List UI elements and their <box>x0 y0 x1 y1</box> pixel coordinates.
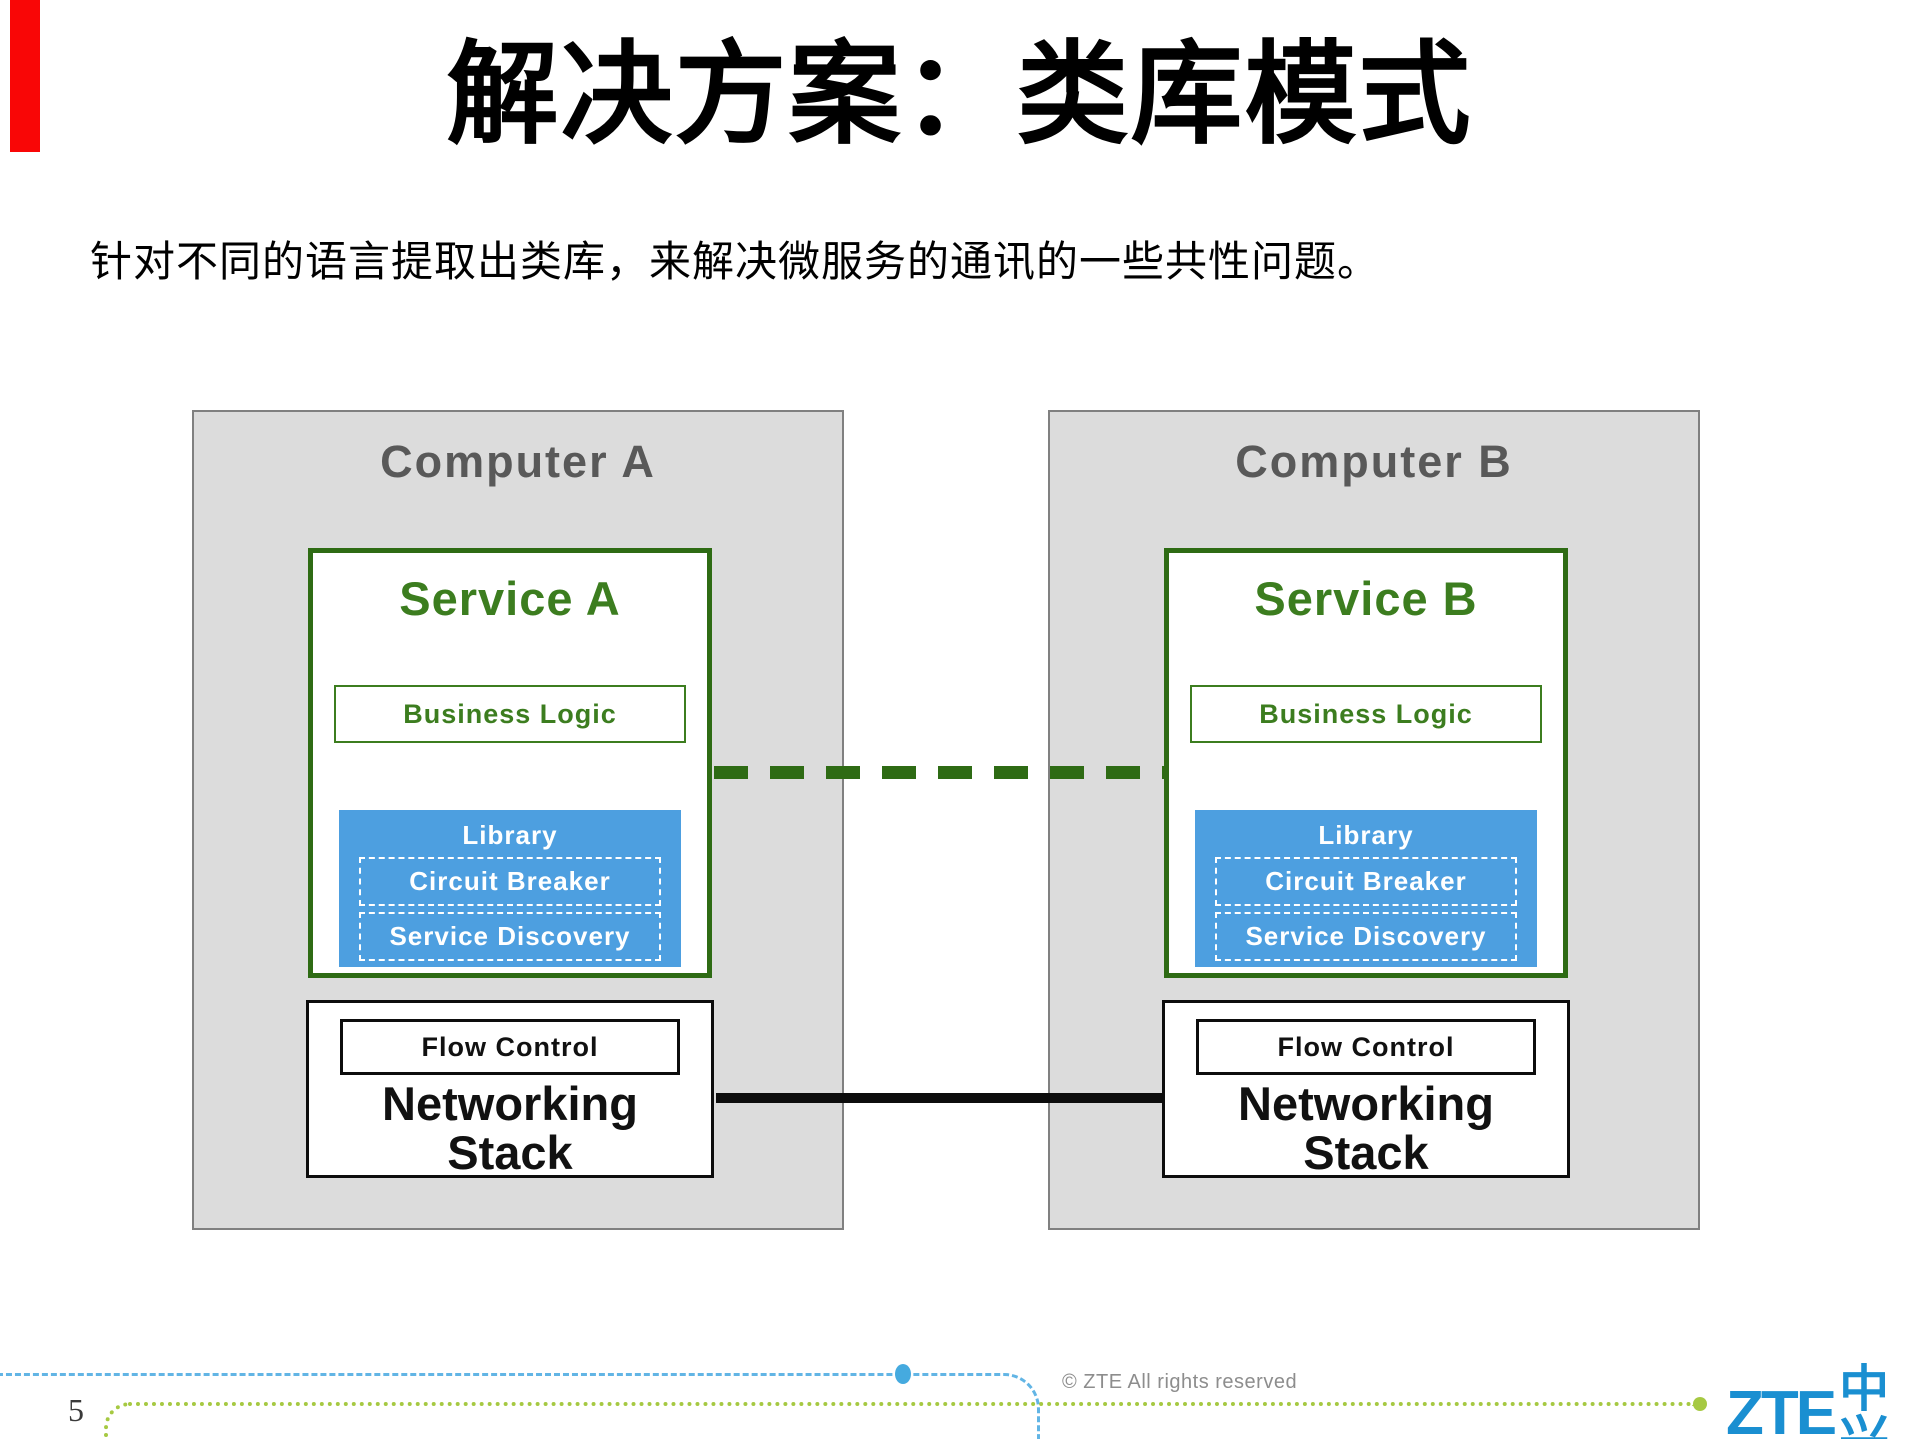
page-number: 5 <box>68 1392 84 1428</box>
flow-control-box: Flow Control <box>340 1019 680 1075</box>
computer-b-box: Computer B Service B Business Logic Libr… <box>1048 410 1700 1230</box>
service-a-box: Service A Business Logic Library Circuit… <box>308 548 712 978</box>
library-box: Library Circuit Breaker Service Discover… <box>1195 810 1537 967</box>
footer-green-dot <box>1693 1397 1707 1411</box>
slide-subtitle: 针对不同的语言提取出类库，来解决微服务的通讯的一些共性问题。 <box>90 240 1381 286</box>
library-box: Library Circuit Breaker Service Discover… <box>339 810 681 967</box>
library-title: Library <box>1318 820 1414 850</box>
computer-b-label: Computer B <box>1235 436 1513 487</box>
computer-a-box: Computer A Service A Business Logic Libr… <box>192 410 844 1230</box>
service-discovery-box: Service Discovery <box>1215 912 1517 961</box>
footer-border-green-dotted <box>104 1402 1694 1439</box>
computer-a-label: Computer A <box>380 436 656 487</box>
networking-stack-label: Networking Stack <box>382 1077 638 1180</box>
red-accent-bar <box>10 0 40 152</box>
business-logic-box: Business Logic <box>334 685 686 743</box>
copyright-text: © ZTE All rights reserved <box>1062 1371 1298 1393</box>
networking-stack-box: Flow Control Networking Stack <box>306 1000 714 1178</box>
zte-logo: ZTE 中兴 <box>1726 1364 1919 1439</box>
flow-control-box: Flow Control <box>1196 1019 1536 1075</box>
service-discovery-box: Service Discovery <box>359 912 661 961</box>
zte-logo-cn: 中兴 <box>1839 1361 1890 1439</box>
service-b-title: Service B <box>1254 572 1478 625</box>
footer-divider-blue-dashed <box>0 1373 1040 1439</box>
footer-blue-dot <box>895 1364 911 1384</box>
zte-logo-latin: ZTE <box>1726 1379 1837 1439</box>
networking-stack-box: Flow Control Networking Stack <box>1162 1000 1570 1178</box>
service-b-box: Service B Business Logic Library Circuit… <box>1164 548 1568 978</box>
circuit-breaker-box: Circuit Breaker <box>359 857 661 906</box>
service-link-dashed-line <box>714 766 1166 779</box>
slide-title: 解决方案：类库模式 <box>446 32 1473 157</box>
circuit-breaker-box: Circuit Breaker <box>1215 857 1517 906</box>
network-link-solid-line <box>716 1093 1164 1103</box>
networking-stack-label: Networking Stack <box>1238 1077 1494 1180</box>
business-logic-box: Business Logic <box>1190 685 1542 743</box>
service-a-title: Service A <box>399 572 621 625</box>
library-title: Library <box>462 820 558 850</box>
